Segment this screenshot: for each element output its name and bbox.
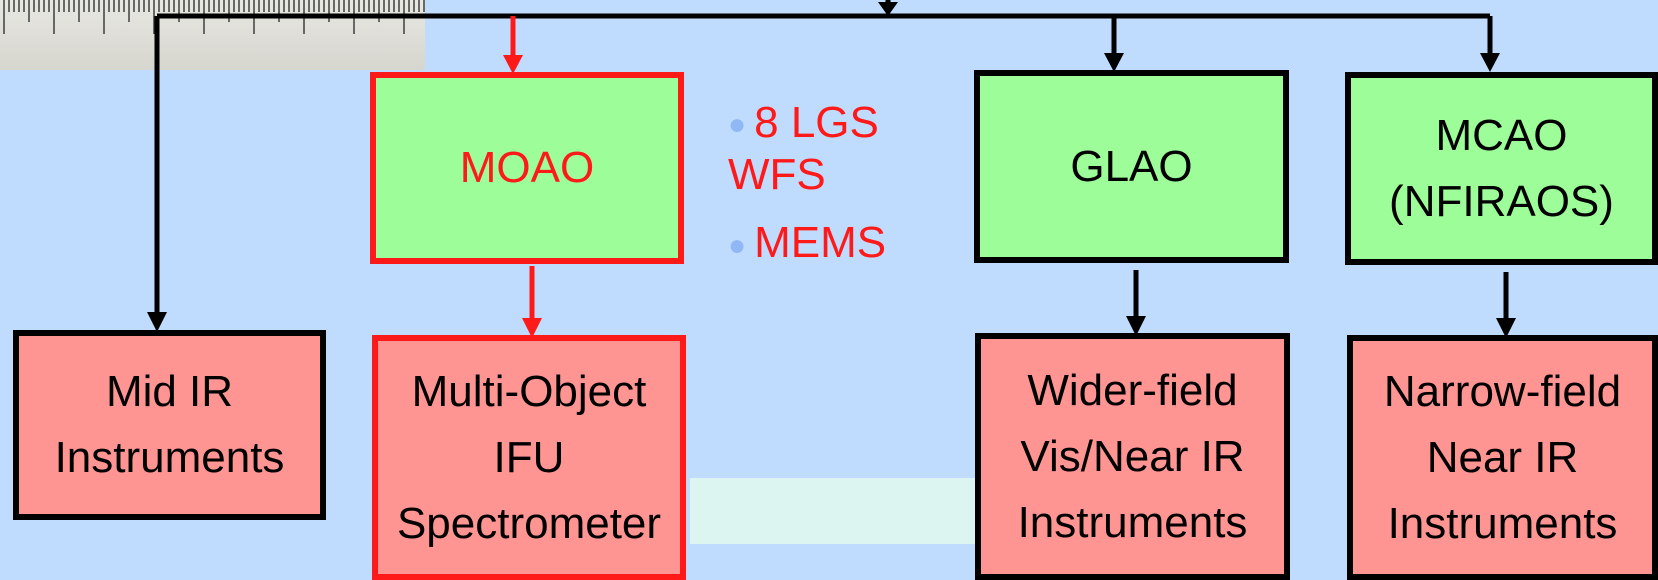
arrow-mcao-down-head bbox=[1496, 318, 1516, 338]
moao-label: MOAO bbox=[459, 143, 595, 192]
wider-field-label-line-1: Wider-field bbox=[1027, 365, 1238, 415]
ruler-image bbox=[0, 0, 425, 70]
moao-note-item: ●MEMS bbox=[728, 218, 928, 270]
mcao-label-line-1: MCAO bbox=[1435, 110, 1568, 160]
glao-box: GLAO bbox=[974, 70, 1289, 263]
narrow-field-label-line-1: Narrow-field bbox=[1383, 366, 1622, 416]
arrow-moao-head bbox=[503, 55, 523, 74]
mid-ir-label-line-2: Instruments bbox=[54, 433, 285, 482]
wider-field-label-line-2: Vis/Near IR bbox=[1020, 431, 1245, 481]
bullet-icon: ● bbox=[728, 108, 747, 142]
moao-note-text: MEMS bbox=[754, 218, 887, 268]
glao-label: GLAO bbox=[1070, 141, 1193, 191]
narrow-field-box: Narrow-field Near IR Instruments bbox=[1347, 335, 1658, 580]
mid-ir-box: Mid IR Instruments bbox=[13, 330, 326, 520]
arrow-glao-head bbox=[1104, 53, 1124, 72]
mcao-label-line-2: (NFIRAOS) bbox=[1389, 176, 1614, 226]
moao-notes: ●8 LGS WFS ●MEMS bbox=[728, 98, 928, 271]
narrow-field-label-line-2: Near IR bbox=[1426, 432, 1579, 482]
moao-box: MOAO bbox=[370, 72, 684, 264]
highlight-band bbox=[690, 478, 980, 544]
arrow-glao-down-head bbox=[1126, 316, 1146, 336]
multi-object-label-line-2: IFU bbox=[493, 432, 565, 482]
multi-object-label-line-1: Multi-Object bbox=[411, 366, 647, 416]
moao-note-text: 8 LGS WFS bbox=[728, 98, 879, 200]
multi-object-label-line-3: Spectrometer bbox=[396, 498, 662, 548]
input-arrowhead bbox=[878, 2, 898, 16]
wider-field-label-line-3: Instruments bbox=[1017, 497, 1248, 547]
bullet-icon: ● bbox=[728, 228, 747, 262]
arrow-mcao-head bbox=[1480, 53, 1500, 72]
multi-object-box: Multi-Object IFU Spectrometer bbox=[372, 335, 686, 580]
moao-note-item: ●8 LGS WFS bbox=[728, 98, 928, 200]
wider-field-box: Wider-field Vis/Near IR Instruments bbox=[975, 333, 1290, 580]
mid-ir-label-line-1: Mid IR bbox=[105, 367, 234, 416]
arrow-mid-ir-head bbox=[147, 312, 167, 332]
narrow-field-label-line-3: Instruments bbox=[1387, 498, 1618, 548]
arrow-moao-down-head bbox=[522, 318, 542, 338]
mcao-box: MCAO (NFIRAOS) bbox=[1345, 72, 1658, 265]
